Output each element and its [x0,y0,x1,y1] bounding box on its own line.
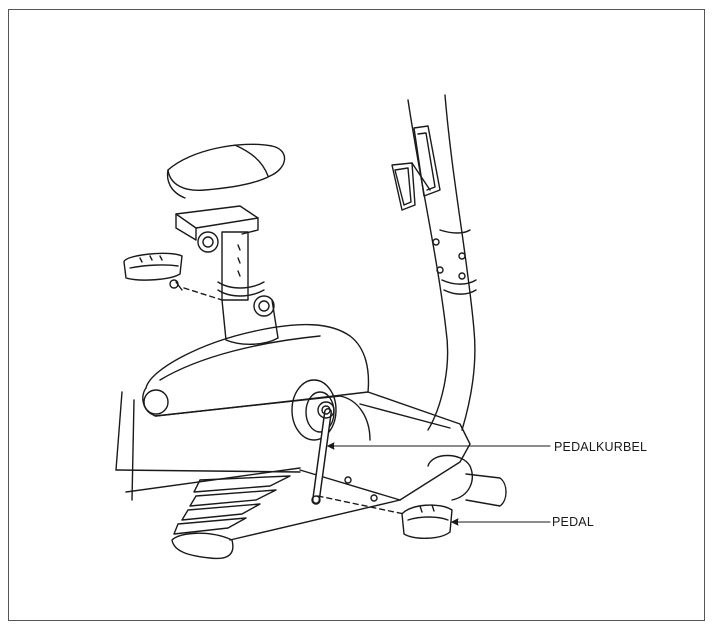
crank-assembly [291,379,405,515]
pedal-label: PEDAL [552,515,594,529]
pedal-crank-label: PEDALKURBEL [554,440,648,454]
front-stabilizer [427,454,507,507]
left-pedal [123,252,223,301]
rear-stabilizer [115,391,401,560]
bottle-holder [391,125,441,211]
handlebar-post [407,94,477,431]
seat-assembly [166,143,286,345]
right-pedal [401,504,453,539]
callout-lines [327,442,551,526]
bike-body [142,323,471,502]
diagram-frame [8,9,705,621]
